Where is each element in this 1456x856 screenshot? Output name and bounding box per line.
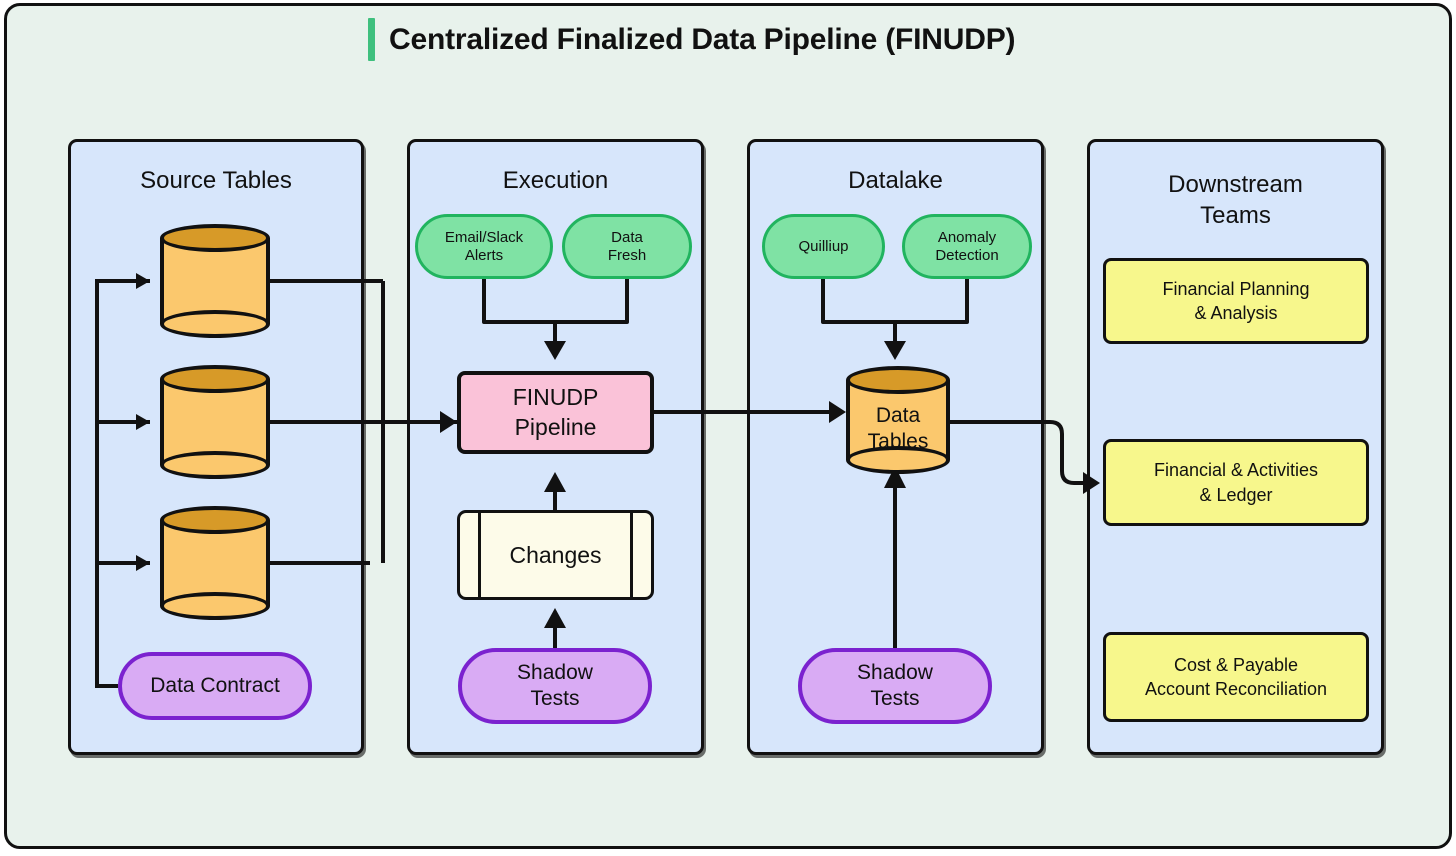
node-financial-planning-analysis[interactable]: Financial Planning & Analysis [1103,258,1369,344]
node-cost-payable-account-reconciliation-label: Cost & Payable Account Reconciliation [1145,653,1327,702]
page-title: Centralized Finalized Data Pipeline (FIN… [368,18,1016,61]
shadow-line2: Tests [530,687,580,710]
subroutine-bar-left [478,513,481,597]
node-financial-activities-ledger-label: Financial & Activities & Ledger [1154,458,1318,507]
node-quilliup[interactable]: Quilliup [762,214,885,279]
shadow2-line1: Shadow [857,660,933,684]
node-cost-payable-account-reconciliation[interactable]: Cost & Payable Account Reconciliation [1103,632,1369,722]
alerts-line2: Alerts [464,246,504,264]
team3-line1: Cost & Payable [1173,654,1299,675]
cylinder-top [160,224,270,252]
team2-line2: & Ledger [1199,484,1273,505]
pipeline-line2: Pipeline [514,413,597,440]
node-quilliup-label: Quilliup [798,237,849,255]
source-cylinder-3[interactable] [160,506,270,620]
node-email-slack-alerts[interactable]: Email/Slack Alerts [415,214,553,279]
node-data-contract-label: Data Contract [150,673,280,697]
source-cylinder-1[interactable] [160,224,270,338]
panel-execution-title: Execution [502,167,609,194]
node-data-tables-label: Data Tables [846,402,950,455]
node-financial-activities-ledger[interactable]: Financial & Activities & Ledger [1103,439,1369,526]
cylinder-bottom [160,592,270,620]
node-finudp-pipeline-label: FINUDP Pipeline [513,383,599,443]
title-accent-bar [368,18,375,61]
alerts-line1: Email/Slack [444,228,524,246]
shadow-line1: Shadow [517,660,593,684]
anomaly-line1: Anomaly [937,228,997,246]
cylinder-top [160,506,270,534]
source-cylinder-2[interactable] [160,365,270,479]
cylinder-bottom [846,446,950,474]
node-anomaly-detection[interactable]: Anomaly Detection [902,214,1032,279]
pipeline-line1: FINUDP [512,383,599,410]
cylinder-bottom [160,451,270,479]
node-data-fresh-label: Data Fresh [608,229,646,265]
node-shadow-tests-datalake-label: Shadow Tests [857,660,933,713]
node-data-fresh[interactable]: Data Fresh [562,214,692,279]
panel-datalake-title: Datalake [848,167,943,194]
downstream-title-line2: Teams [1200,201,1271,229]
node-email-slack-alerts-label: Email/Slack Alerts [445,229,523,265]
team1-line2: & Analysis [1194,303,1278,323]
node-data-contract[interactable]: Data Contract [118,652,312,720]
title-text: Centralized Finalized Data Pipeline (FIN… [389,22,1016,56]
panel-source-tables-title: Source Tables [140,167,292,194]
node-changes[interactable]: Changes [457,510,654,600]
node-changes-label: Changes [509,541,602,568]
data-tables-line1: Data [875,403,921,427]
subroutine-bar-right [630,513,633,597]
node-finudp-pipeline[interactable]: FINUDP Pipeline [457,371,654,454]
cylinder-top [846,366,950,394]
anomaly-line2: Detection [935,246,999,264]
node-shadow-tests-execution-label: Shadow Tests [517,660,593,713]
team1-line1: Financial Planning [1162,278,1310,299]
fresh-line1: Data [611,228,643,246]
shadow2-line2: Tests [870,687,920,710]
cylinder-bottom [160,310,270,338]
downstream-title-line1: Downstream [1168,171,1303,198]
team3-line2: Account Reconciliation [1144,679,1328,699]
node-financial-planning-analysis-label: Financial Planning & Analysis [1162,277,1309,326]
fresh-line2: Fresh [607,246,647,264]
data-tables-line2: Tables [867,429,929,453]
node-anomaly-detection-label: Anomaly Detection [935,229,998,265]
node-data-tables[interactable]: Data Tables [846,366,950,474]
cylinder-top [160,365,270,393]
panel-downstream-teams-title: Downstream Teams [1090,170,1381,231]
team2-line1: Financial & Activities [1153,460,1319,481]
node-shadow-tests-execution[interactable]: Shadow Tests [458,648,652,724]
node-shadow-tests-datalake[interactable]: Shadow Tests [798,648,992,724]
